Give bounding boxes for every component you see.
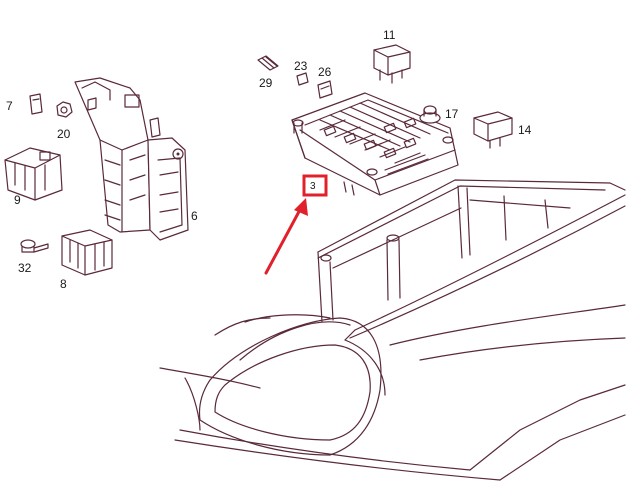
callout-17: 17 (445, 107, 459, 121)
fuse-relay-box (291, 92, 459, 196)
part-17-grommet (419, 105, 441, 124)
callout-7: 7 (6, 99, 13, 113)
part-11-relay (373, 44, 411, 84)
callout-29: 29 (259, 76, 273, 90)
callout-26: 26 (318, 65, 332, 79)
part-32-screw (20, 239, 49, 253)
part-8-connector (61, 229, 113, 276)
callout-9: 9 (14, 193, 21, 207)
callout-14: 14 (518, 123, 532, 137)
part-26-fuse (317, 80, 333, 99)
part-29-bolt (257, 55, 279, 71)
callout-8: 8 (60, 277, 67, 291)
part-20-nut (56, 101, 73, 118)
callout-3: 3 (310, 181, 316, 192)
car-body-outline (159, 179, 626, 481)
part-7-fuse (29, 93, 43, 115)
relay-bracket-assembly (74, 77, 189, 241)
highlight-box (302, 174, 328, 197)
callout-20: 20 (57, 127, 71, 141)
highlight-arrow-head (294, 198, 308, 216)
part-23-fuse (296, 72, 309, 86)
callout-32: 32 (18, 261, 32, 275)
fuse-grid (319, 102, 431, 175)
callout-labels: 7 20 9 32 8 6 29 23 26 11 17 14 (6, 28, 532, 291)
highlight-arrow-shaft (264, 204, 304, 275)
callout-6: 6 (191, 209, 198, 223)
part-14-relay (473, 111, 513, 149)
callout-11: 11 (383, 28, 396, 42)
callout-23: 23 (294, 59, 308, 73)
highlight-marker: 3 (264, 174, 328, 275)
part-9-connector (4, 147, 63, 201)
